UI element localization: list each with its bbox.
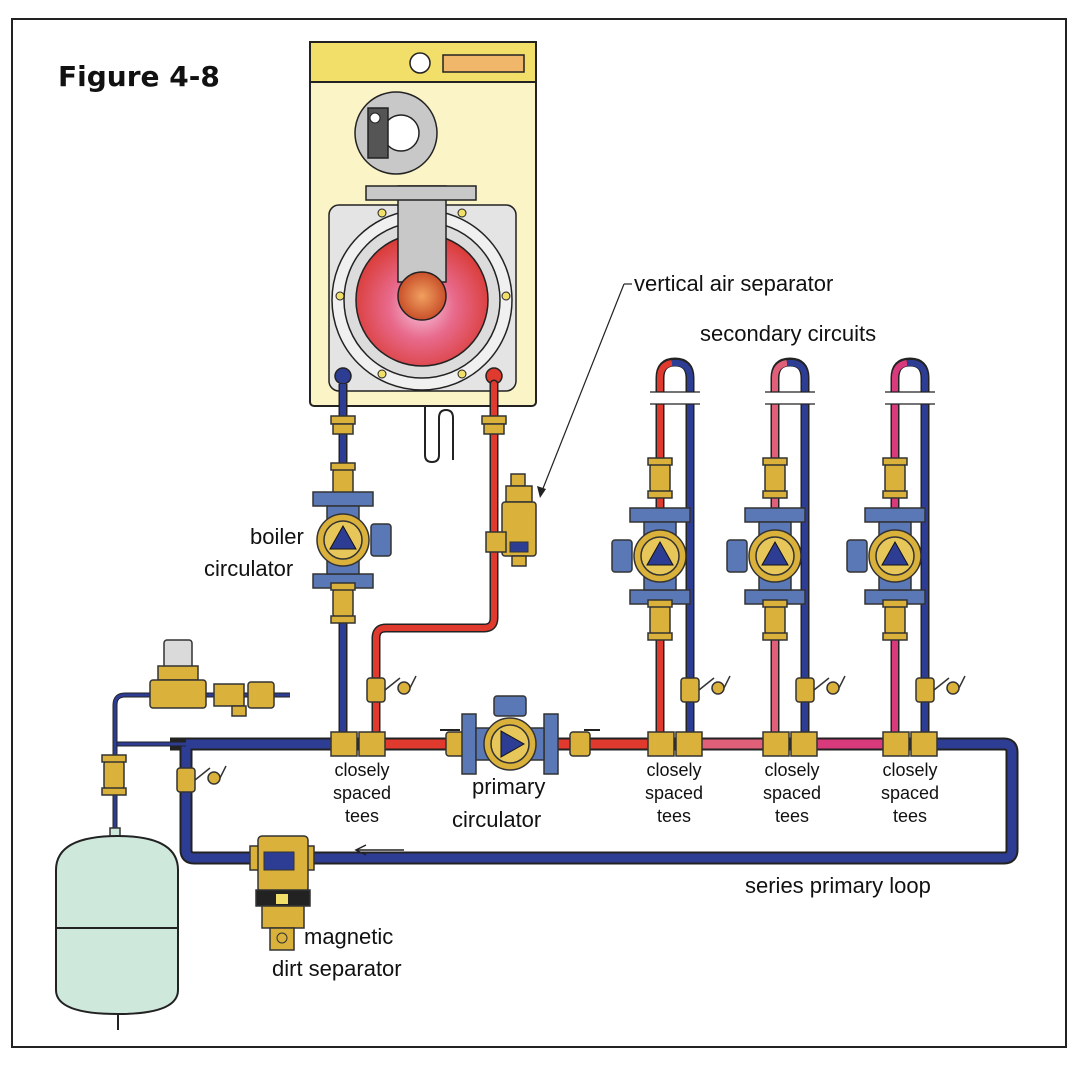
primary-circulator-label-line2: circulator — [452, 807, 541, 832]
burner-icon — [397, 271, 447, 321]
magnetic-dirt-separator-label-line2: dirt separator — [272, 956, 402, 981]
boiler-isolation-valve-lower-icon — [330, 582, 356, 624]
tees-label-3: closely spaced tees — [763, 760, 821, 826]
pressure-reducing-valve-icon — [112, 639, 290, 744]
svg-text:closely: closely — [646, 760, 701, 780]
tees-label-1: closely spaced tees — [333, 760, 391, 826]
secondary-circuit-2-pipes — [770, 357, 810, 742]
secondary-circuit-3-pipes — [890, 357, 930, 742]
boiler-circulator-label-line2: circulator — [204, 556, 293, 581]
boiler-indicator-icon — [409, 52, 431, 74]
vertical-air-separator-icon — [485, 473, 537, 567]
svg-text:spaced: spaced — [881, 783, 939, 803]
boiler-supply-union-icon — [481, 415, 507, 435]
svg-text:spaced: spaced — [763, 783, 821, 803]
loop-purge-valve-icon — [176, 765, 227, 793]
series-primary-loop-pipe — [115, 737, 1019, 865]
boiler-display-icon — [442, 54, 525, 73]
condensate-trap-icon — [424, 406, 454, 464]
primary-circulator-label-line1: primary — [472, 774, 545, 799]
svg-text:tees: tees — [657, 806, 691, 826]
pipe-break-icons — [650, 391, 935, 405]
figure-frame — [11, 18, 1067, 1048]
tees-label-2: closely spaced tees — [645, 760, 703, 826]
series-primary-loop-label: series primary loop — [745, 873, 931, 898]
boiler-supply-pipe — [371, 379, 499, 747]
svg-text:tees: tees — [775, 806, 809, 826]
vertical-air-separator-label: vertical air separator — [634, 271, 833, 296]
secondary-circuits-label: secondary circuits — [700, 321, 876, 346]
secondary-circuit-1-components — [611, 457, 731, 757]
flow-arrow-icon — [354, 844, 404, 856]
boiler-circulator-label-line1: boiler — [250, 524, 304, 549]
air-separator-leader-line — [539, 283, 625, 497]
boiler-return-union-icon — [330, 415, 356, 435]
boiler-purge-valve-icon — [366, 675, 417, 703]
svg-text:tees: tees — [893, 806, 927, 826]
primary-circulator-group — [440, 695, 600, 775]
expansion-tank-icon — [55, 744, 179, 1030]
svg-text:closely: closely — [764, 760, 819, 780]
magnetic-dirt-separator-label-line1: magnetic — [304, 924, 393, 949]
svg-text:closely: closely — [334, 760, 389, 780]
svg-text:spaced: spaced — [645, 783, 703, 803]
boiler — [309, 41, 537, 464]
boiler-circulator-icon — [312, 491, 392, 589]
svg-text:closely: closely — [882, 760, 937, 780]
primary-circulator-icon — [461, 695, 559, 775]
secondary-circuit-1-pipes — [655, 357, 695, 742]
secondary-circuit-3-components — [846, 457, 966, 757]
tees-label-4: closely spaced tees — [881, 760, 939, 826]
magnetic-dirt-separator-icon — [249, 835, 315, 951]
svg-text:tees: tees — [345, 806, 379, 826]
secondary-circuit-2-components — [726, 457, 846, 757]
svg-text:spaced: spaced — [333, 783, 391, 803]
figure-title: Figure 4-8 — [58, 60, 220, 93]
